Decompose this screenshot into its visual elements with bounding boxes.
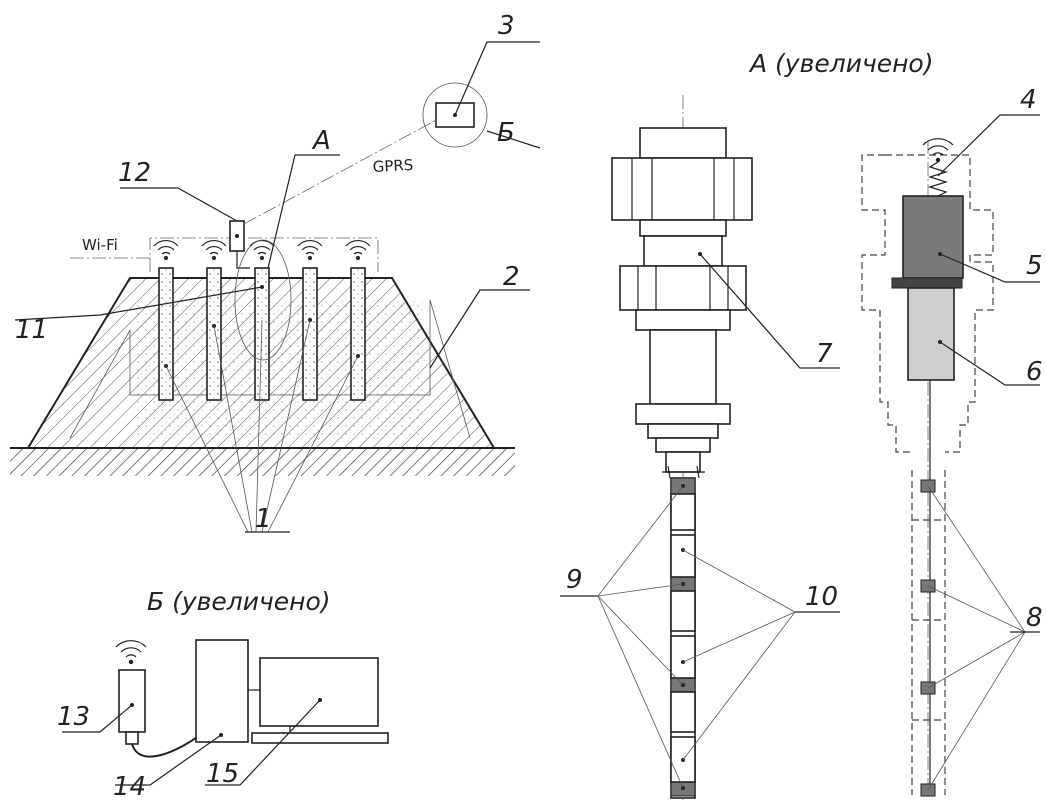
- radio-modem: [118, 669, 146, 733]
- sensor-probes: [158, 267, 366, 401]
- wifi-network-frame: [70, 237, 379, 272]
- antenna-spring: [927, 161, 949, 197]
- probe-assembly-section: [861, 138, 994, 800]
- detail-b-outline: [422, 82, 488, 148]
- battery-block: [907, 287, 955, 381]
- wifi-icon: [153, 240, 179, 260]
- embankment-view: Wi-Fi GPRS 3 Б А 12 11 2 1: [10, 11, 541, 534]
- wifi-icon: [297, 240, 323, 260]
- label-3: 3: [498, 11, 515, 41]
- label-4: 4: [1020, 85, 1037, 115]
- label-1: 1: [255, 504, 272, 534]
- label-2: 2: [503, 262, 520, 292]
- dashed-segments: [911, 470, 946, 795]
- detail-a-outline: [234, 239, 292, 361]
- label-9: 9: [566, 565, 583, 595]
- label-12: 12: [118, 158, 151, 188]
- wifi-icon: [201, 240, 227, 260]
- detail-b-view: Б (увеличено) 13 14 15: [57, 587, 389, 802]
- label-6: 6: [1026, 357, 1043, 387]
- keyboard: [251, 732, 389, 744]
- label-11: 11: [15, 315, 48, 345]
- monitor: [259, 657, 379, 727]
- label-13: 13: [57, 702, 90, 732]
- embankment-inner-zone: [135, 300, 425, 440]
- caption-view-a: А (увеличено): [748, 49, 933, 78]
- probe-wifi-icons: [153, 240, 371, 260]
- label-14: 14: [113, 772, 146, 802]
- label-b-marker: Б: [497, 118, 515, 148]
- computer-unit: [195, 639, 249, 743]
- probe-assembly-front: [611, 95, 753, 800]
- caption-view-b: Б (увеличено): [147, 587, 331, 616]
- label-5: 5: [1026, 251, 1043, 281]
- gprs-label: GPRS: [372, 156, 414, 176]
- label-a-marker: А: [311, 126, 331, 156]
- label-8: 8: [1026, 603, 1043, 633]
- sensor-nodes: [920, 479, 936, 797]
- wifi-label: Wi-Fi: [82, 236, 118, 254]
- gprs-link: [243, 117, 441, 225]
- label-10: 10: [805, 582, 838, 612]
- detail-a-view: А (увеличено): [560, 49, 1043, 800]
- cap-top: [611, 157, 753, 221]
- label-15: 15: [206, 759, 239, 789]
- label-7: 7: [816, 339, 833, 369]
- ground-hatch: [10, 448, 515, 476]
- wifi-icon: [922, 138, 954, 163]
- nut-middle: [619, 265, 747, 311]
- spacer-segments: [670, 493, 696, 783]
- transmitter-block: [902, 195, 964, 279]
- wifi-icon: [115, 640, 147, 665]
- wifi-icon: [345, 240, 371, 260]
